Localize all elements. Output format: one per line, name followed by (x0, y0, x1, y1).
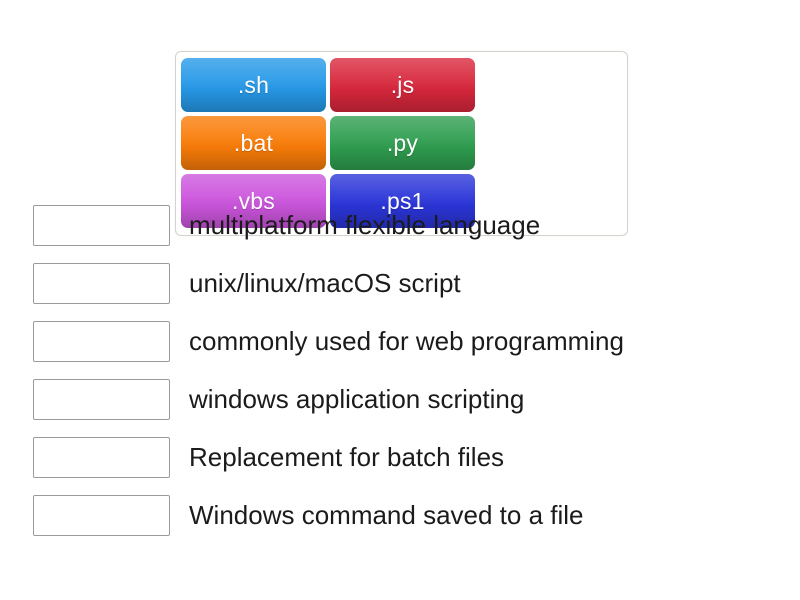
definition-text: unix/linux/macOS script (189, 268, 461, 298)
answer-row: Windows command saved to a file (33, 486, 778, 544)
answer-row: commonly used for web programming (33, 312, 778, 370)
definition-text: multiplatform flexible language (189, 210, 541, 240)
dropzone-6[interactable] (33, 494, 170, 536)
draggable-tile-js[interactable]: .js (330, 58, 475, 112)
draggable-tile-sh[interactable]: .sh (181, 58, 326, 112)
tile-label: .vbs (232, 187, 275, 214)
dropzone-1[interactable] (33, 204, 170, 246)
draggable-tile-py[interactable]: .py (330, 116, 475, 170)
dropzone-2[interactable] (33, 262, 170, 304)
dropzone-3[interactable] (33, 320, 170, 362)
answer-row: windows application scripting (33, 370, 778, 428)
dropzone-5[interactable] (33, 436, 170, 478)
tile-label: .bat (233, 129, 274, 156)
definition-text: commonly used for web programming (189, 326, 624, 356)
draggable-tile-vbs[interactable]: .vbs (181, 174, 326, 228)
dropzone-4[interactable] (33, 378, 170, 420)
draggable-tile-ps1[interactable]: .ps1 (330, 174, 475, 228)
answer-rows-list: multiplatform flexible language unix/linu… (33, 196, 778, 544)
answer-row: multiplatform flexible language (33, 196, 778, 254)
tile-label: .sh (237, 71, 270, 98)
draggable-tile-bat[interactable]: .bat (181, 116, 326, 170)
tile-label: .js (390, 71, 415, 98)
tile-label: .ps1 (380, 187, 425, 214)
definition-text: Windows command saved to a file (189, 500, 584, 530)
definition-text: windows application scripting (189, 384, 525, 414)
answer-row: unix/linux/macOS script (33, 254, 778, 312)
definition-text: Replacement for batch files (189, 442, 505, 472)
tile-label: .py (386, 129, 419, 156)
answer-row: Replacement for batch files (33, 428, 778, 486)
answer-tile-bank: .sh .js .bat .py .vbs .ps1 (175, 51, 628, 236)
